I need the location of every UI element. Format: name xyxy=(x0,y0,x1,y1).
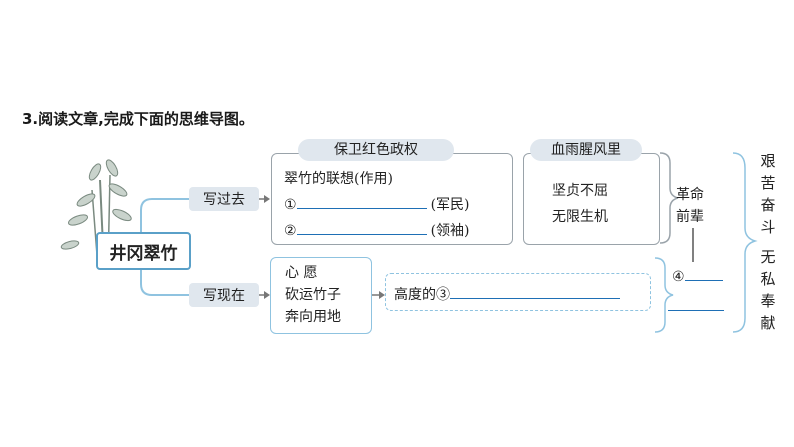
guard-regime-title: 保卫红色政权 xyxy=(298,139,454,161)
height-text: 高度的③ xyxy=(394,287,450,303)
wish-line-3: 奔向用地 xyxy=(285,309,341,325)
answer-blank-5-row xyxy=(668,296,724,315)
quality-group-1: 艰苦奋斗 xyxy=(760,152,776,236)
answer-note-2: (领袖) xyxy=(430,223,470,239)
answer-blank-4[interactable] xyxy=(684,268,723,281)
answer-blank-2[interactable] xyxy=(296,222,427,235)
answer-row-4: ④ xyxy=(672,268,723,285)
branch-past-label: 写过去 xyxy=(189,187,259,211)
hardship-line-2: 无限生机 xyxy=(552,209,608,225)
hardship-line-1: 坚贞不屈 xyxy=(552,183,608,199)
answer-blank-3[interactable] xyxy=(450,286,620,299)
answer-row-3: 高度的③ xyxy=(394,284,620,304)
wish-line-2: 砍运竹子 xyxy=(285,287,341,303)
height-box: 高度的③ xyxy=(385,273,651,311)
association-title: 翠竹的联想(作用) xyxy=(284,171,393,187)
blank-number-2: ② xyxy=(284,223,297,239)
association-box: 翠竹的联想(作用) ① (军民) ② (领袖) xyxy=(271,153,513,245)
hardship-title: 血雨腥风里 xyxy=(530,139,642,161)
revolution-line-1: 革命 xyxy=(676,187,704,203)
central-topic: 井冈翠竹 xyxy=(96,232,191,270)
revolution-line-2: 前辈 xyxy=(676,209,704,225)
answer-blank-1[interactable] xyxy=(296,196,427,209)
wish-line-1: 心 愿 xyxy=(285,265,318,281)
answer-row-1: ① (军民) xyxy=(284,194,470,214)
blank-number-1: ① xyxy=(284,197,297,213)
bamboo-illustration xyxy=(60,159,132,269)
answer-blank-5[interactable] xyxy=(668,298,724,311)
blank-number-4: ④ xyxy=(672,269,685,285)
wish-box: 心 愿 砍运竹子 奔向用地 xyxy=(270,257,372,334)
answer-note-1: (军民) xyxy=(430,197,470,213)
quality-group-2: 无私奉献 xyxy=(760,248,776,332)
branch-present-label: 写现在 xyxy=(189,283,259,307)
answer-row-2: ② (领袖) xyxy=(284,220,470,240)
hardship-box: 坚贞不屈 无限生机 xyxy=(523,153,660,245)
question-text: 3.阅读文章,完成下面的思维导图。 xyxy=(22,110,254,128)
